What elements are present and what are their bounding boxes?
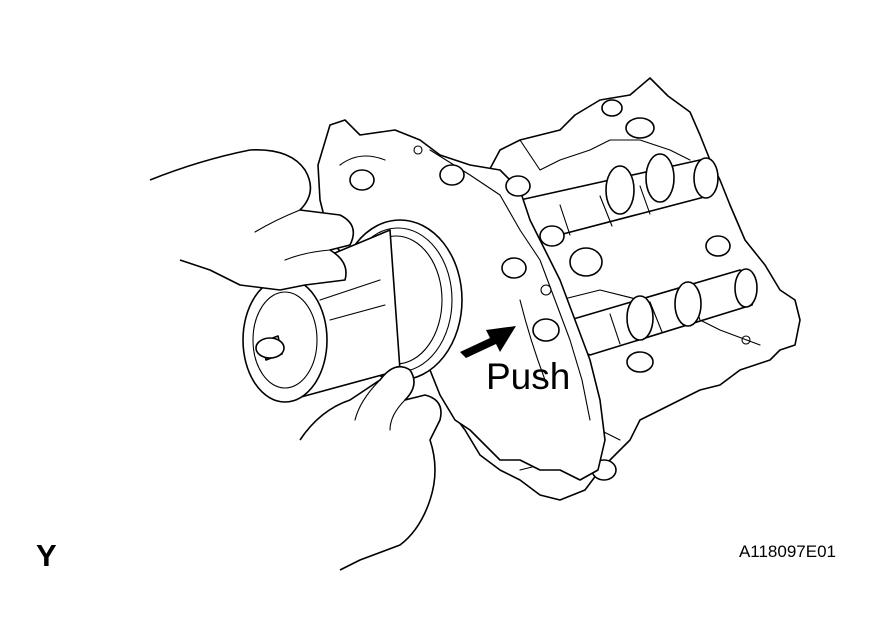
figure-id: A118097E01 (738, 542, 836, 561)
camshafts (518, 153, 758, 356)
left-hand (149, 149, 355, 291)
push-callout-label: Push (486, 356, 571, 397)
push-arrow (460, 326, 516, 358)
right-hand (299, 365, 442, 571)
corner-mark-y: Y (36, 538, 57, 573)
